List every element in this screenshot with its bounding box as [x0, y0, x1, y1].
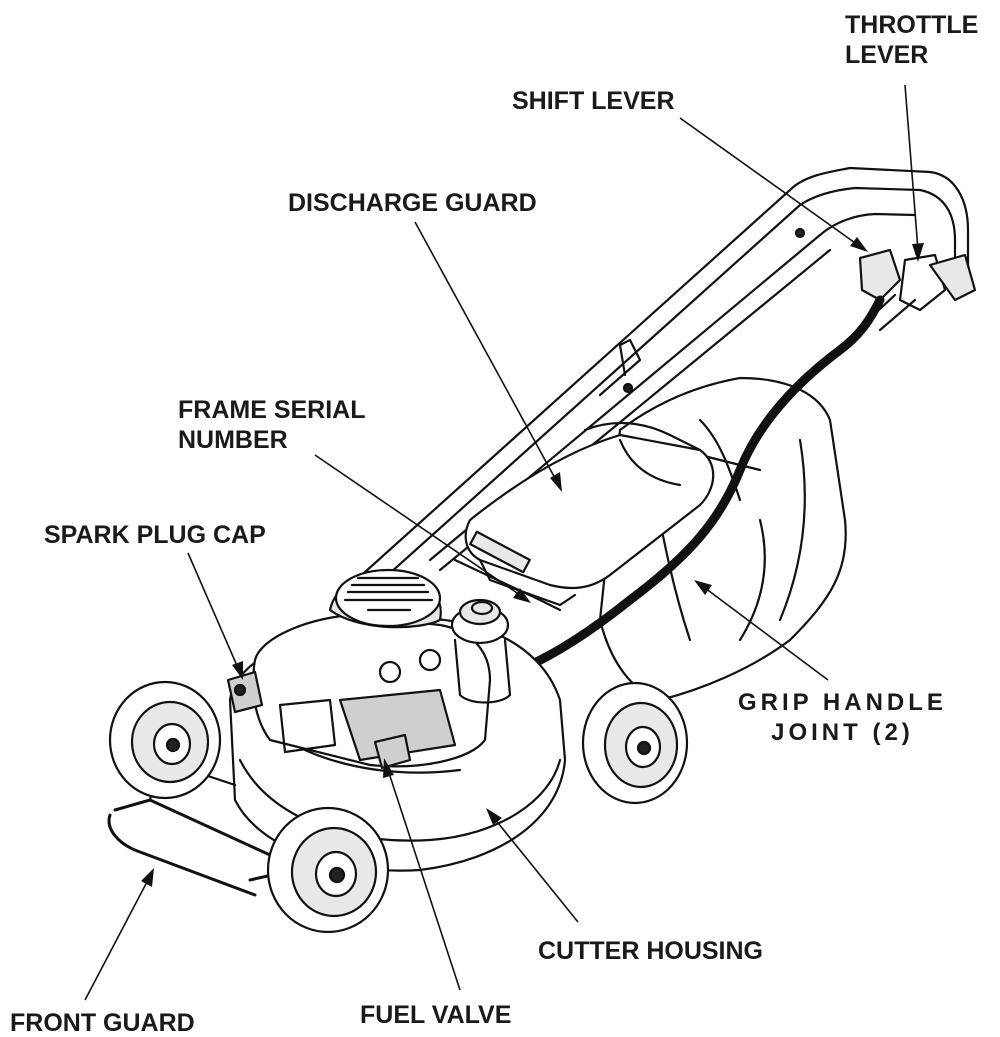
label-throttle-lever-line2: LEVER	[845, 41, 929, 69]
handle-controls	[858, 248, 977, 332]
leader-discharge-guard	[414, 221, 562, 492]
label-frame-serial-number-line1: FRAME SERIAL	[178, 396, 366, 424]
leader-throttle-lever	[904, 84, 924, 262]
label-grip-handle-joint-line1: GRIP HANDLE	[738, 689, 947, 716]
leader-grip-handle-joint	[694, 580, 829, 681]
engine	[252, 568, 512, 768]
label-front-guard: FRONT GUARD	[10, 1009, 195, 1037]
label-frame-serial-number: FRAME SERIAL NUMBER	[178, 395, 366, 455]
discharge-guard	[464, 422, 715, 607]
leader-frame-serial-number	[314, 454, 531, 603]
handle	[343, 166, 970, 602]
leader-fuel-valve	[383, 758, 461, 991]
fuel-valve	[373, 733, 412, 770]
label-cutter-housing: CUTTER HOUSING	[538, 937, 763, 965]
label-discharge-guard: DISCHARGE GUARD	[288, 189, 537, 217]
frame	[453, 530, 562, 612]
label-throttle-lever-line1: THROTTLE	[845, 11, 979, 39]
label-spark-plug-cap: SPARK PLUG CAP	[44, 521, 266, 549]
leader-spark-plug-cap	[187, 552, 243, 680]
leader-lines	[84, 84, 924, 1001]
leader-shift-lever	[679, 117, 868, 252]
front-right-wheel	[266, 806, 390, 934]
rear-right-wheel	[581, 681, 689, 805]
label-fuel-valve: FUEL VALVE	[360, 1001, 512, 1029]
label-throttle-lever: THROTTLE LEVER	[845, 10, 978, 70]
leader-cutter-housing	[486, 808, 579, 923]
cable-hose	[445, 295, 885, 695]
front-left-wheel	[108, 680, 222, 800]
leader-front-guard	[84, 868, 154, 1001]
label-frame-serial-number-line2: NUMBER	[178, 426, 288, 454]
label-grip-handle-joint-line2: JOINT (2)	[771, 719, 914, 746]
label-grip-handle-joint: GRIP HANDLE JOINT (2)	[738, 688, 947, 748]
spark-plug-cap	[226, 670, 264, 714]
label-shift-lever: SHIFT LEVER	[512, 87, 675, 115]
